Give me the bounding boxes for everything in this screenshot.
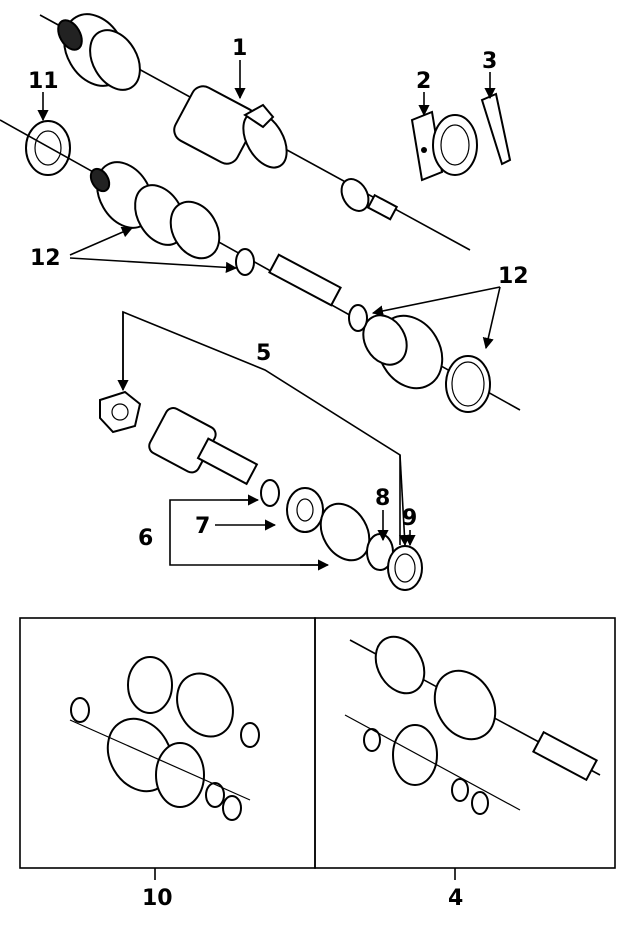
- outer-boot-right[interactable]: [348, 304, 491, 413]
- callout-6: 6: [138, 526, 153, 551]
- callout-10: 10: [142, 886, 173, 911]
- leader-lines-6-7: [169, 494, 330, 571]
- kit-box-4: [314, 617, 616, 869]
- tripod-joint[interactable]: [99, 390, 142, 434]
- callout-5: 5: [256, 341, 271, 366]
- leader-lines-5: [117, 310, 411, 547]
- boot-kit-parts[interactable]: [69, 656, 260, 821]
- axle-shaft-assembly-upper[interactable]: [39, 3, 471, 251]
- callout-arrows: [37, 60, 501, 880]
- callout-4: 4: [448, 886, 463, 911]
- callout-3: 3: [482, 49, 497, 74]
- inner-housing-shaft[interactable]: [146, 405, 423, 591]
- callout-12-left: 12: [30, 246, 61, 271]
- callout-11: 11: [28, 69, 59, 94]
- callout-12-right: 12: [498, 264, 529, 289]
- inner-joint-shaft[interactable]: [0, 119, 521, 411]
- callout-9: 9: [402, 506, 417, 531]
- callout-1: 1: [232, 36, 247, 61]
- callout-8: 8: [375, 486, 390, 511]
- bracket-strap[interactable]: [480, 92, 512, 166]
- seal-ring[interactable]: [25, 120, 71, 176]
- callout-2: 2: [416, 69, 431, 94]
- axle-shaft-assembly-lower[interactable]: [344, 628, 601, 815]
- center-bearing-bracket[interactable]: [410, 110, 478, 182]
- callout-7: 7: [195, 514, 210, 539]
